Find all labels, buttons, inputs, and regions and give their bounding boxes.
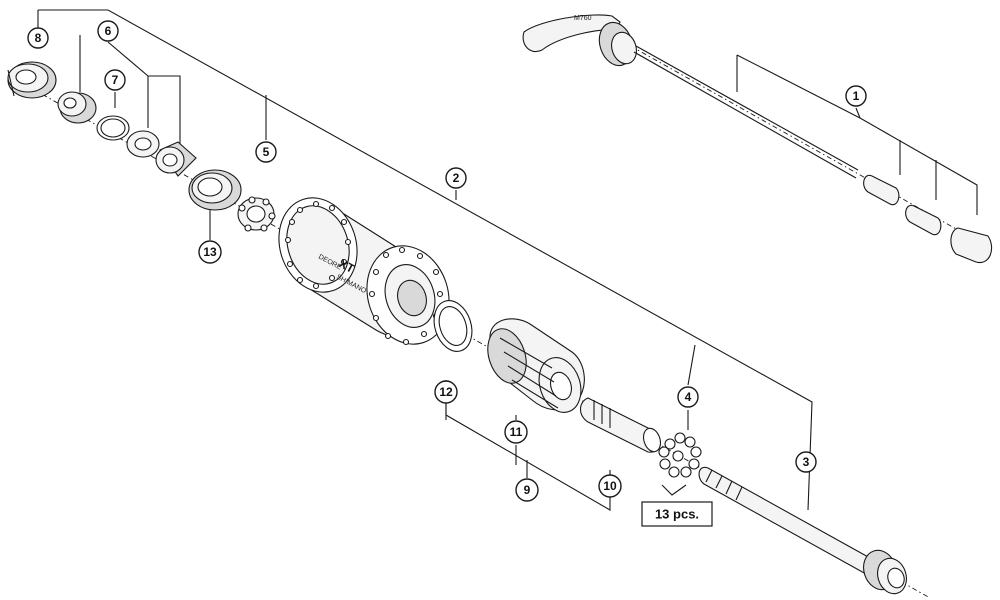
spoke-holes-left bbox=[284, 200, 352, 290]
callout-label-6: 6 bbox=[105, 24, 112, 38]
callout-4: 4 bbox=[677, 386, 699, 408]
quantity-note: 13 pcs. bbox=[641, 501, 713, 527]
callout-label-11: 11 bbox=[510, 425, 523, 439]
callout-label-8: 8 bbox=[35, 31, 42, 45]
callout-label-7: 7 bbox=[112, 73, 119, 87]
callout-12: 12 bbox=[434, 380, 458, 404]
part-cone-left bbox=[57, 91, 97, 124]
part-hub-shell: DEORE XT SHIMANO bbox=[278, 197, 450, 346]
part-lock-nut bbox=[7, 61, 57, 99]
callout-label-12: 12 bbox=[439, 385, 453, 399]
callout-1: 1 bbox=[845, 85, 867, 107]
callout-5: 5 bbox=[255, 141, 277, 163]
part-steel-balls bbox=[658, 432, 702, 478]
callout-label-1: 1 bbox=[853, 89, 860, 103]
callout-label-3: 3 bbox=[803, 455, 810, 469]
callout-7: 7 bbox=[104, 69, 126, 91]
callout-13: 13 bbox=[198, 240, 222, 264]
callout-11: 11 bbox=[504, 420, 528, 444]
part-dust-cap-ring bbox=[188, 169, 242, 211]
skewer-model-marking: M760 bbox=[574, 15, 592, 22]
callout-label-4: 4 bbox=[685, 390, 692, 404]
callout-3: 3 bbox=[795, 451, 817, 473]
callout-8: 8 bbox=[27, 27, 49, 49]
part-freehub-body bbox=[487, 318, 585, 413]
callout-label-5: 5 bbox=[263, 145, 270, 159]
part-quick-release-skewer: M760 bbox=[522, 14, 993, 264]
callout-label-10: 10 bbox=[603, 479, 617, 493]
part-washer bbox=[126, 130, 160, 158]
hub-model-marking: XT bbox=[337, 256, 358, 276]
part-bearing-retainer bbox=[237, 196, 276, 232]
callout-label-13: 13 bbox=[203, 245, 217, 259]
part-spacer bbox=[155, 141, 197, 177]
callout-9: 9 bbox=[515, 478, 539, 502]
callout-6: 6 bbox=[97, 20, 119, 42]
callout-label-2: 2 bbox=[453, 171, 460, 185]
callout-label-9: 9 bbox=[524, 483, 531, 497]
part-freehub-spacer bbox=[433, 300, 473, 352]
part-o-ring bbox=[96, 115, 130, 141]
spoke-holes-right bbox=[368, 246, 444, 346]
axis-lines bbox=[9, 39, 991, 599]
callout-10: 10 bbox=[598, 474, 622, 498]
part-hub-axle bbox=[698, 466, 907, 595]
part-spacer-tube bbox=[579, 397, 662, 453]
callout-2: 2 bbox=[445, 167, 467, 189]
quantity-note-label: 13 pcs. bbox=[655, 507, 699, 522]
